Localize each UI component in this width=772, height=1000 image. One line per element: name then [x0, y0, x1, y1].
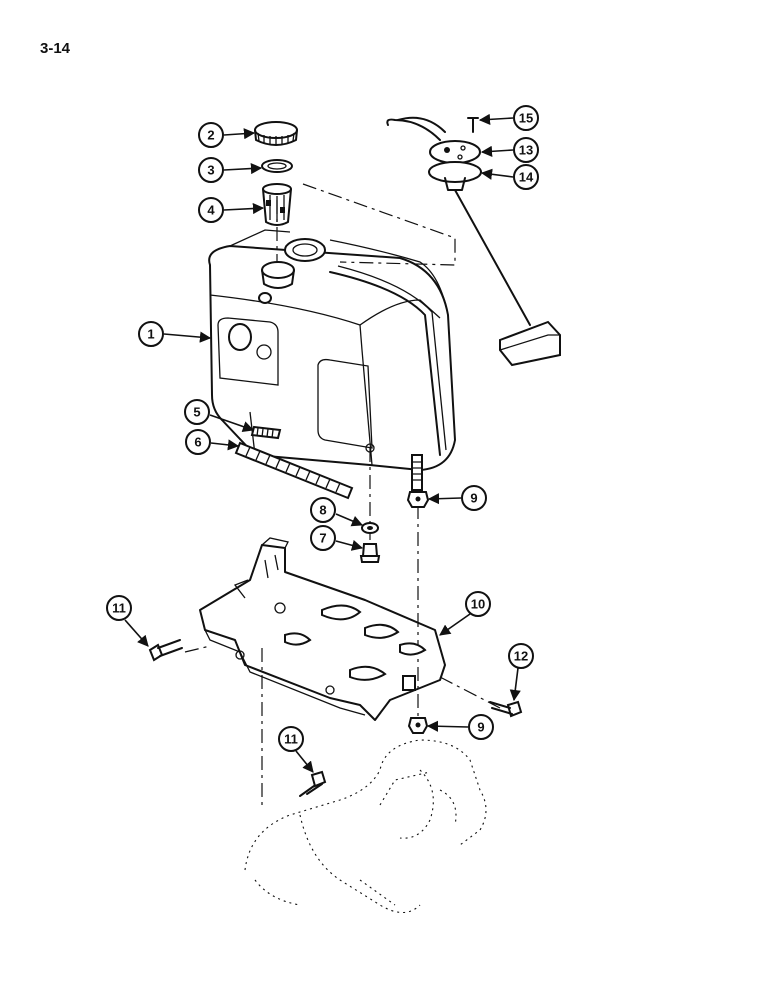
filler-cap [254, 121, 298, 146]
callout-12-label: 12 [514, 649, 528, 664]
callout-9-lower: 9 [426, 714, 494, 740]
callout-12: 12 [508, 643, 534, 702]
nut-upper [406, 491, 430, 508]
callout-3-label: 3 [207, 163, 214, 178]
callout-6-label: 6 [194, 435, 201, 450]
callout-1-label: 1 [147, 327, 154, 342]
callout-2-label: 2 [207, 128, 214, 143]
callout-13: 13 [480, 137, 539, 163]
callout-10: 10 [439, 591, 491, 636]
callout-13-label: 13 [519, 143, 533, 158]
bolt-right [489, 700, 523, 718]
fuel-tank [208, 229, 456, 491]
callout-9-upper: 9 [427, 485, 487, 511]
engine-chassis-outline [244, 739, 487, 914]
callout-15-label: 15 [519, 111, 533, 126]
callout-group: 1 2 3 4 5 6 7 8 9 9 10 11 11 12 13 14 15 [106, 105, 539, 773]
callout-4: 4 [198, 197, 265, 223]
nut-lower [407, 717, 429, 734]
callout-11-lower-label: 11 [284, 732, 298, 747]
callout-10-label: 10 [471, 597, 485, 612]
callout-15: 15 [478, 105, 539, 131]
callout-1: 1 [138, 321, 212, 347]
bolt-left [148, 639, 183, 662]
bolt-lower [299, 770, 327, 797]
callout-6: 6 [185, 429, 240, 455]
filler-strainer [262, 183, 292, 226]
washer [361, 522, 379, 534]
callout-8: 8 [310, 497, 364, 527]
page-number: 3-14 [40, 40, 71, 57]
callout-8-label: 8 [319, 503, 326, 518]
callout-5: 5 [184, 399, 255, 432]
callout-11-left-label: 11 [112, 601, 126, 616]
callout-5-label: 5 [193, 405, 200, 420]
callout-7-label: 7 [319, 531, 326, 546]
mounting-screw [359, 543, 381, 563]
callout-2: 2 [198, 122, 256, 148]
callout-11-left: 11 [106, 595, 149, 647]
alignment-lines [184, 183, 501, 810]
tank-strap [234, 441, 354, 500]
callout-9-lower-label: 9 [477, 720, 484, 735]
callout-7: 7 [310, 525, 364, 551]
callout-3: 3 [198, 157, 263, 183]
callout-14-label: 14 [519, 170, 534, 185]
cap-seal [261, 159, 293, 173]
callout-9-upper-label: 9 [470, 491, 477, 506]
callout-14: 14 [480, 164, 539, 190]
fuel-sender-unit [386, 116, 561, 367]
callout-4-label: 4 [207, 203, 215, 218]
mounting-bracket [199, 537, 446, 721]
callout-11-lower: 11 [278, 726, 314, 773]
strap-insulator [250, 425, 282, 440]
